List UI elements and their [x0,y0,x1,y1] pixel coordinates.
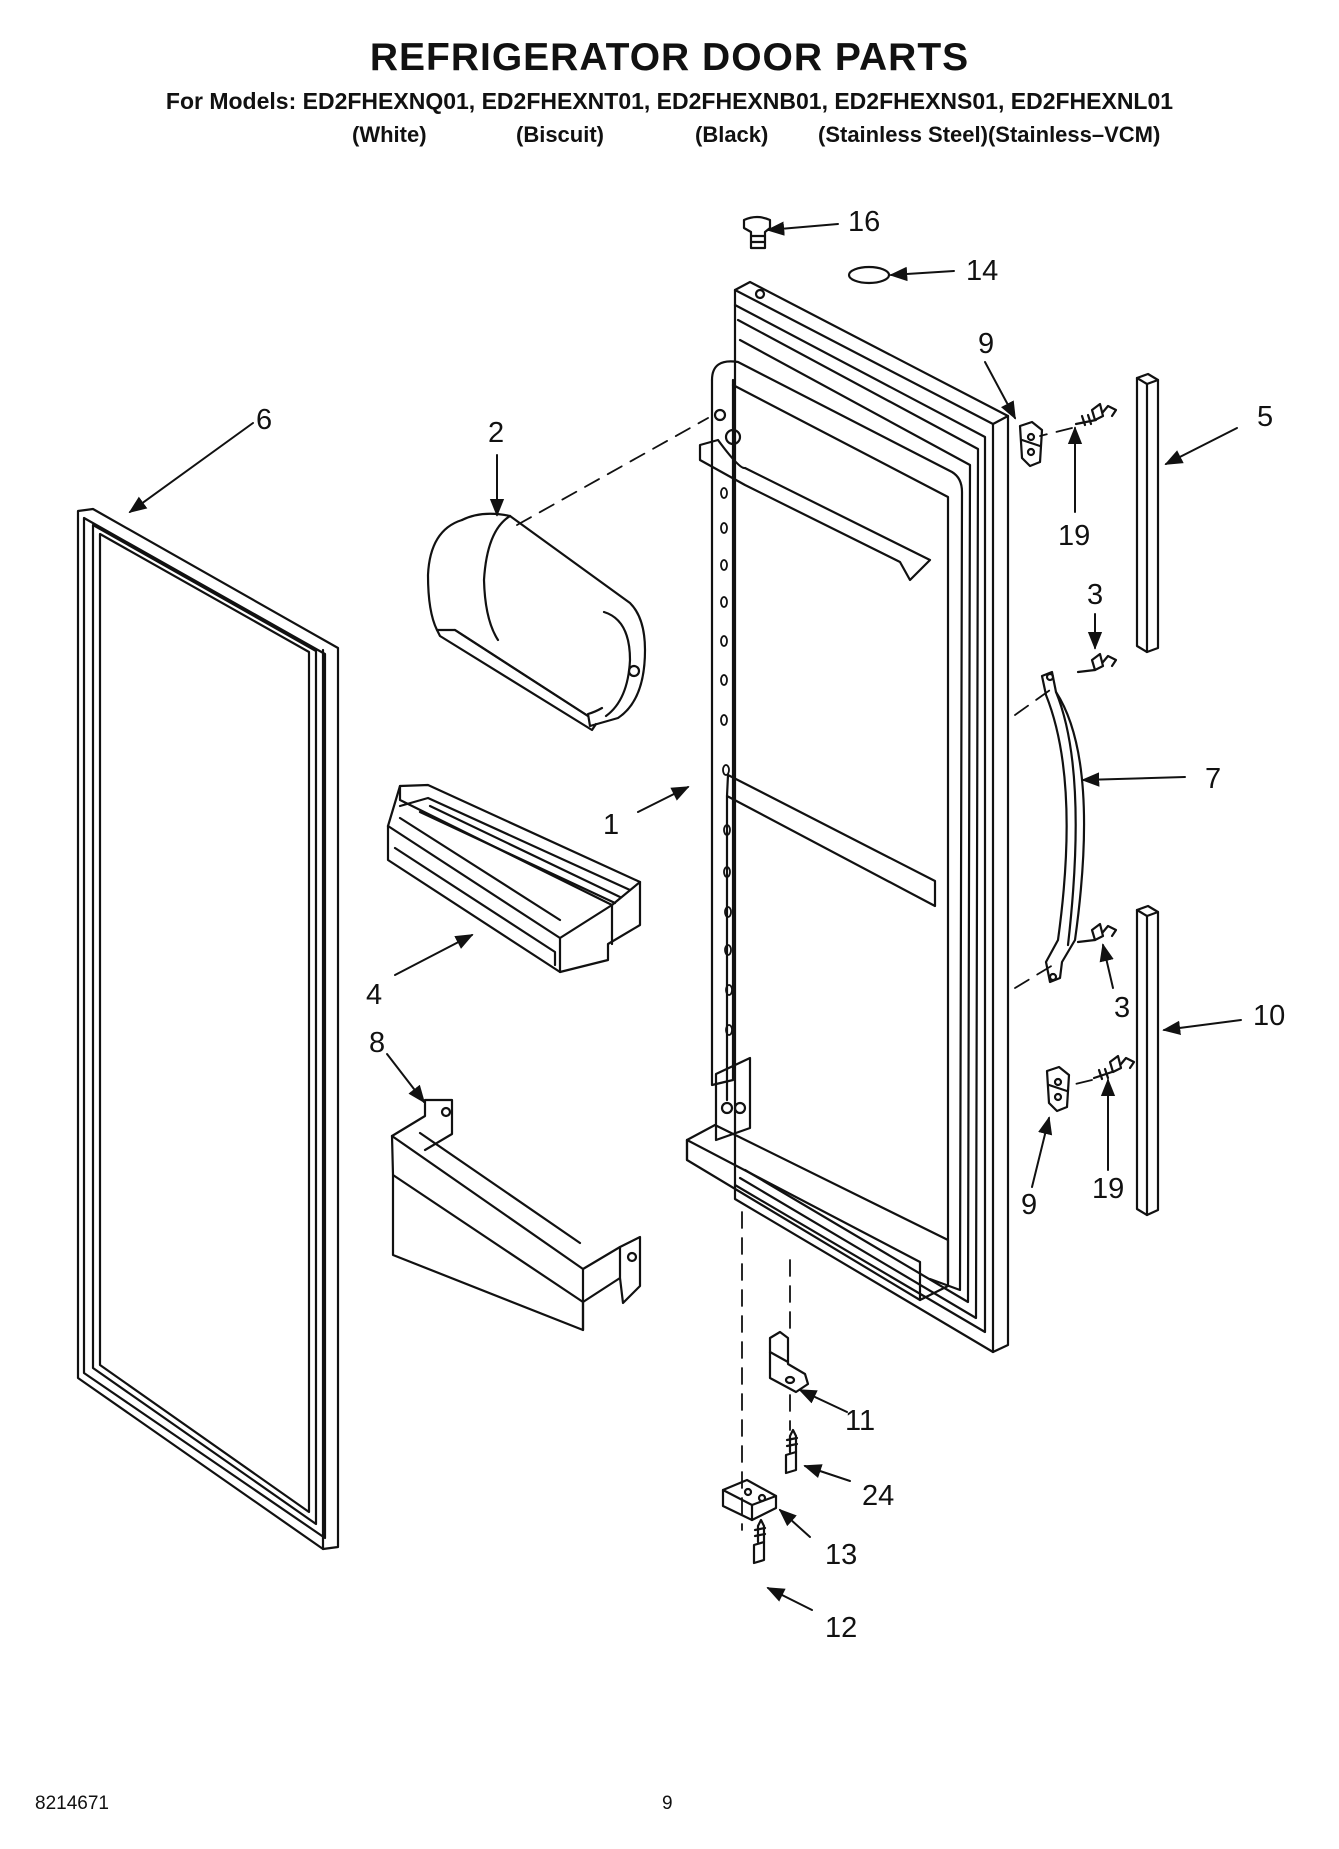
color-black: (Black) [695,122,769,147]
callout-12: 12 [825,1612,857,1644]
callout-14: 14 [966,255,998,287]
hinge-cap [847,265,891,285]
callout-24: 24 [862,1480,894,1512]
callout-5: 5 [1257,401,1273,433]
callout-2: 2 [488,417,504,449]
callout-9-lower: 9 [1021,1189,1037,1221]
lower-trim [1135,904,1160,1217]
callout-4: 4 [366,979,382,1011]
color-stainless: (Stainless Steel)(Stainless–VCM) [818,122,1161,147]
callout-1: 1 [603,809,619,841]
upper-trim [1135,372,1160,654]
callout-8: 8 [369,1027,385,1059]
clip-screw-lower [1092,1054,1136,1081]
upper-handle-clip [1018,420,1044,468]
door-handle [1040,670,1086,984]
callout-16: 16 [848,206,880,238]
alignment-lines [516,417,1093,1531]
bracket-screw [752,1518,767,1565]
callout-19-lower: 19 [1092,1173,1124,1205]
door-plug [742,215,772,250]
page-number: 9 [662,1793,673,1814]
callout-3-upper: 3 [1087,579,1103,611]
callout-7: 7 [1205,763,1221,795]
callout-9-upper: 9 [978,328,994,360]
handle-screw-lower [1076,922,1118,944]
door-shelf-bar [390,1098,642,1332]
door-gasket [76,507,340,1551]
page-title: REFRIGERATOR DOOR PARTS [369,36,970,79]
hinge-screw [784,1428,799,1475]
clip-screw-upper [1074,402,1118,427]
door-assembly [685,280,1010,1354]
color-biscuit: (Biscuit) [516,122,604,147]
door-bin [386,783,642,974]
callout-labels: 16 14 9 6 2 5 19 3 7 1 4 3 10 8 9 19 11 … [256,206,1285,1644]
handle-screw-upper [1076,652,1118,674]
callout-11: 11 [845,1405,875,1437]
bottom-hinge [768,1330,810,1394]
callout-6: 6 [256,404,272,436]
dairy-door [426,512,647,732]
lower-handle-clip [1045,1065,1071,1113]
callout-19-upper: 19 [1058,520,1090,552]
callout-3-lower: 3 [1114,992,1130,1024]
callout-10: 10 [1253,1000,1285,1032]
color-white: (White) [352,122,427,147]
document-number: 8214671 [35,1793,109,1814]
models-line: For Models: ED2FHEXNQ01, ED2FHEXNT01, ED… [165,88,1174,114]
callout-13: 13 [825,1539,857,1571]
leader-arrows [128,221,1242,1611]
hinge-bracket [721,1478,778,1522]
